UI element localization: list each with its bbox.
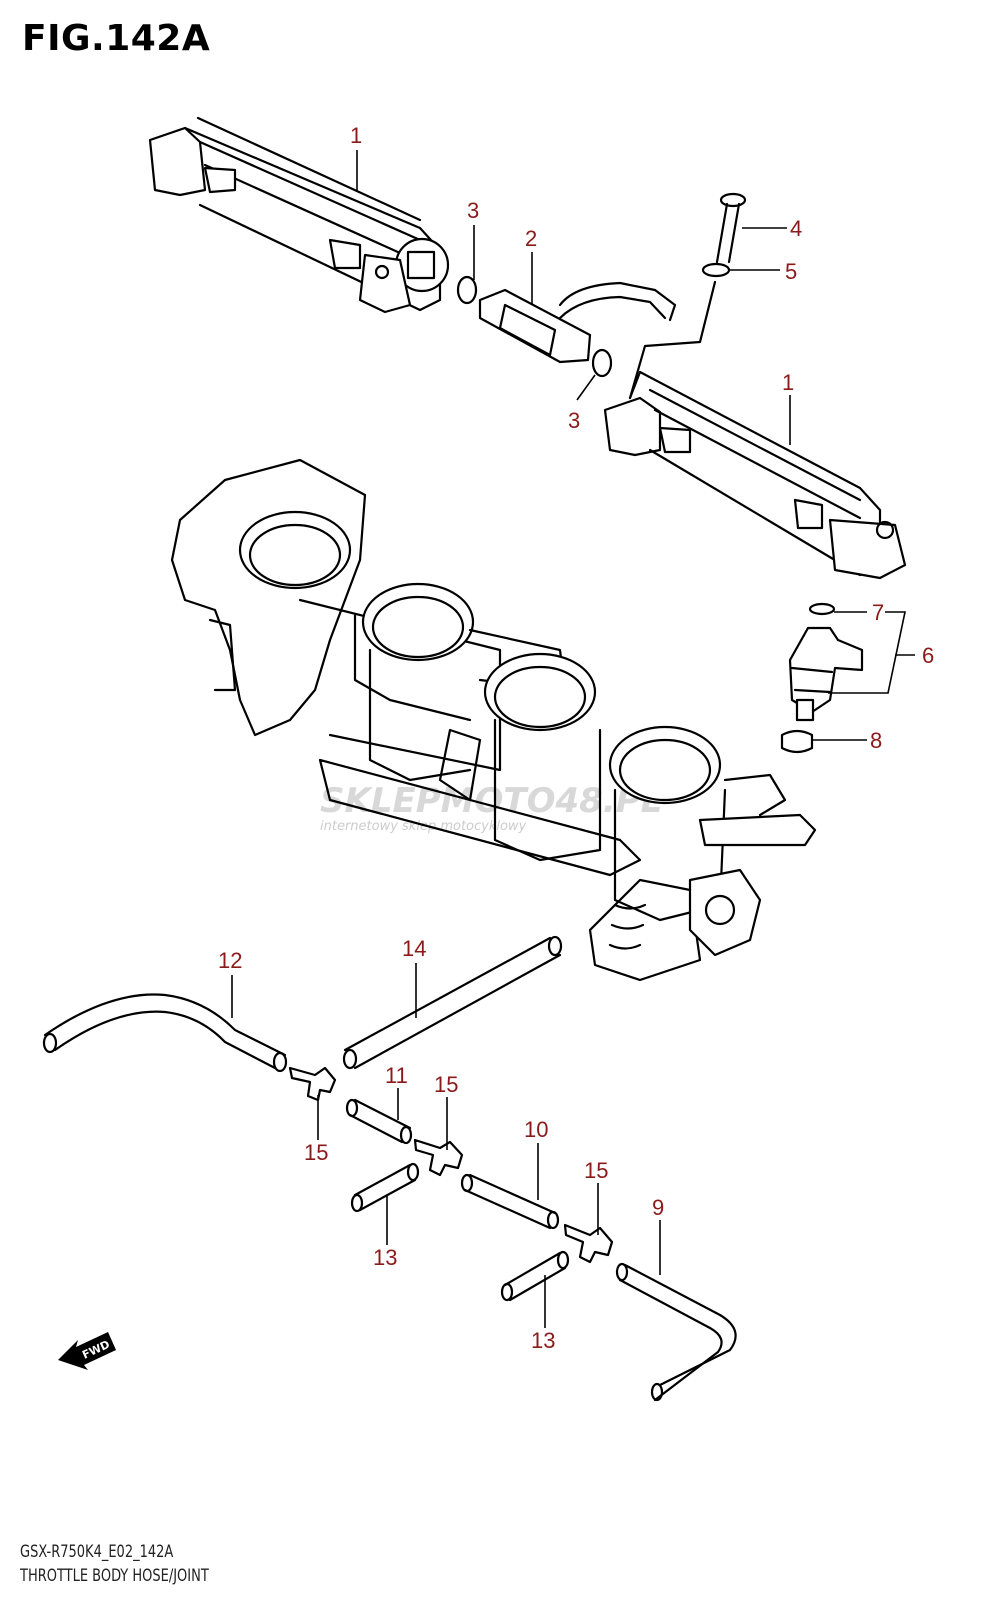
t-joint-right[interactable] [563, 1223, 614, 1264]
callout-8: 8 [870, 728, 882, 753]
injector-seal[interactable] [808, 602, 836, 616]
callout-11: 11 [385, 1063, 408, 1088]
callout-2: 2 [525, 226, 537, 251]
callout-15-center: 15 [434, 1072, 458, 1097]
o-ring-upper[interactable] [456, 275, 478, 305]
hose-13-left[interactable] [350, 1162, 420, 1213]
fuel-joint[interactable] [478, 281, 677, 364]
callout-15-right: 15 [584, 1158, 608, 1183]
callout-15-left: 15 [304, 1140, 328, 1165]
callout-10: 10 [524, 1117, 548, 1142]
callout-1-upper: 1 [350, 123, 362, 148]
fuel-injector[interactable] [788, 626, 864, 722]
callout-12: 12 [218, 948, 242, 973]
fwd-arrow-icon: FWD [58, 1332, 116, 1370]
screw[interactable] [715, 192, 747, 264]
callouts: 1 1 2 3 3 4 5 6 7 8 9 10 11 12 13 13 14 … [218, 123, 934, 1353]
fuel-rail-upper[interactable] [148, 116, 450, 314]
watermark-tagline: internetowy sklep motocyklowy [320, 819, 527, 834]
leader-lines [231, 150, 915, 1328]
model-code: GSX-R750K4_E02_142A [20, 1542, 174, 1562]
callout-3-lower: 3 [568, 408, 580, 433]
hose-12[interactable] [42, 993, 288, 1073]
watermark: SKLEPMOTO48.PL internetowy sklep motocyk… [320, 781, 662, 834]
fuel-rail-lower[interactable] [603, 280, 907, 580]
callout-13-left: 13 [373, 1245, 397, 1270]
callout-6: 6 [922, 643, 934, 668]
figure-caption: THROTTLE BODY HOSE/JOINT [20, 1566, 209, 1586]
figure-footer: GSX-R750K4_E02_142A THROTTLE BODY HOSE/J… [20, 1540, 242, 1588]
hose-13-right[interactable] [500, 1250, 570, 1302]
callout-9: 9 [652, 1195, 664, 1220]
watermark-brand: SKLEPMOTO48.PL [320, 781, 662, 821]
hose-11[interactable] [345, 1098, 413, 1145]
throttle-body-assembly[interactable] [170, 458, 817, 982]
callout-4: 4 [790, 216, 802, 241]
callout-7: 7 [872, 600, 884, 625]
o-ring-lower[interactable] [591, 348, 613, 378]
callout-1-lower: 1 [782, 370, 794, 395]
callout-13-right: 13 [531, 1328, 555, 1353]
callout-14: 14 [402, 936, 426, 961]
washer[interactable] [701, 262, 731, 278]
callout-3-upper: 3 [467, 198, 479, 223]
t-joint-left[interactable] [288, 1066, 337, 1102]
t-joint-center[interactable] [413, 1138, 464, 1177]
hose-10[interactable] [460, 1173, 560, 1230]
injector-cushion[interactable] [780, 729, 814, 754]
hose-9[interactable] [615, 1262, 737, 1402]
hose-14[interactable] [342, 935, 563, 1070]
callout-5: 5 [785, 259, 797, 284]
figure-title: FIG.142A [22, 18, 211, 59]
